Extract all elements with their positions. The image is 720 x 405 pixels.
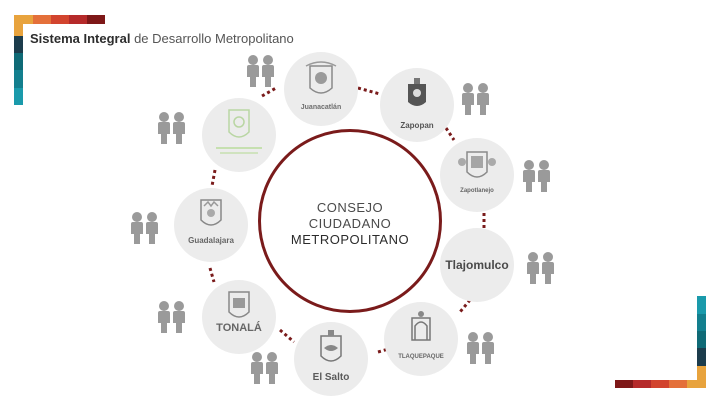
bottom-bar-orange [687, 380, 706, 388]
people-pair-icon-ixtlahuacan [158, 112, 185, 144]
ixtlahuacan-seal-icon [216, 109, 262, 154]
left-bar-orange [14, 24, 23, 36]
guadalajara-seal-icon [200, 199, 222, 226]
tlajomulco-label: Tlajomulco [445, 258, 509, 272]
top-bar-red [51, 15, 69, 24]
tlaquepaque-seal-icon [411, 311, 431, 341]
title-bold: Sistema Integral [30, 31, 131, 46]
bottom-bar-orange2 [669, 380, 687, 388]
node-tlajomulco[interactable]: Tlajomulco [440, 228, 514, 302]
right-bar-orange [697, 366, 706, 380]
people-pair-icon-tlaquepaque [467, 332, 494, 364]
page-title: Sistema Integral de Desarrollo Metropoli… [30, 31, 294, 46]
people-pair-icon-guadalajara [131, 212, 158, 244]
node-tlaquepaque[interactable]: TLAQUEPAQUE [384, 302, 458, 376]
node-juanacatlan[interactable]: Juanacatlán [284, 52, 358, 126]
left-bar-tealdark [14, 53, 23, 70]
zapopan-label: Zapopan [400, 121, 434, 130]
bottom-bar-red [651, 380, 669, 388]
node-el-salto[interactable]: El Salto [294, 322, 368, 396]
tonala-label: TONALÁ [216, 322, 262, 334]
juanacatlan-label: Juanacatlán [300, 104, 342, 111]
node-zapopan[interactable]: Zapopan [380, 68, 454, 142]
left-bar-teal2 [14, 88, 23, 105]
people-pair-icon-zapotlanejo [523, 160, 550, 192]
right-bar-teal [697, 296, 706, 314]
zapotlanejo-seal-icon [458, 151, 496, 178]
right-bar-navy [697, 348, 706, 366]
right-bar-tealdark [697, 331, 706, 348]
tonala-seal-icon [228, 291, 250, 318]
council-line3: METROPOLITANO [290, 232, 410, 247]
zapotlanejo-label: Zapotlanejo [460, 188, 494, 194]
council-circle [258, 129, 442, 313]
top-bar-darkred [87, 15, 105, 24]
top-bar-red2 [69, 15, 87, 24]
el-salto-label: El Salto [312, 372, 350, 383]
bottom-bar-red2 [633, 380, 651, 388]
juanacatlan-seal-icon [305, 61, 337, 94]
top-bar-orange [14, 15, 33, 24]
people-pair-icon-juanacatlan [247, 55, 274, 87]
left-bar-teal [14, 70, 23, 88]
council-line1: CONSEJO [316, 200, 384, 215]
node-ixtlahuacan[interactable] [202, 98, 276, 172]
council-line2: CIUDADANO [308, 216, 392, 231]
council-label: CONSEJO CIUDADANO METROPOLITANO [258, 200, 442, 248]
top-bar-orange2 [33, 15, 51, 24]
people-pair-icon-zapopan [462, 83, 489, 115]
el-salto-seal-icon [320, 330, 342, 362]
guadalajara-label: Guadalajara [188, 236, 234, 245]
node-zapotlanejo[interactable]: Zapotlanejo [440, 138, 514, 212]
people-pair-icon-tlajomulco [527, 252, 554, 284]
bottom-bar-darkred [615, 380, 633, 388]
title-rest: de Desarrollo Metropolitano [134, 31, 294, 46]
tlaquepaque-label: TLAQUEPAQUE [398, 354, 444, 360]
right-bar-teal2 [697, 314, 706, 331]
people-pair-icon-el-salto [251, 352, 278, 384]
node-tonala[interactable]: TONALÁ [202, 280, 276, 354]
node-guadalajara[interactable]: Guadalajara [174, 188, 248, 262]
people-pair-icon-tonala [158, 301, 185, 333]
left-bar-navy [14, 36, 23, 53]
zapopan-seal-icon [408, 78, 426, 106]
